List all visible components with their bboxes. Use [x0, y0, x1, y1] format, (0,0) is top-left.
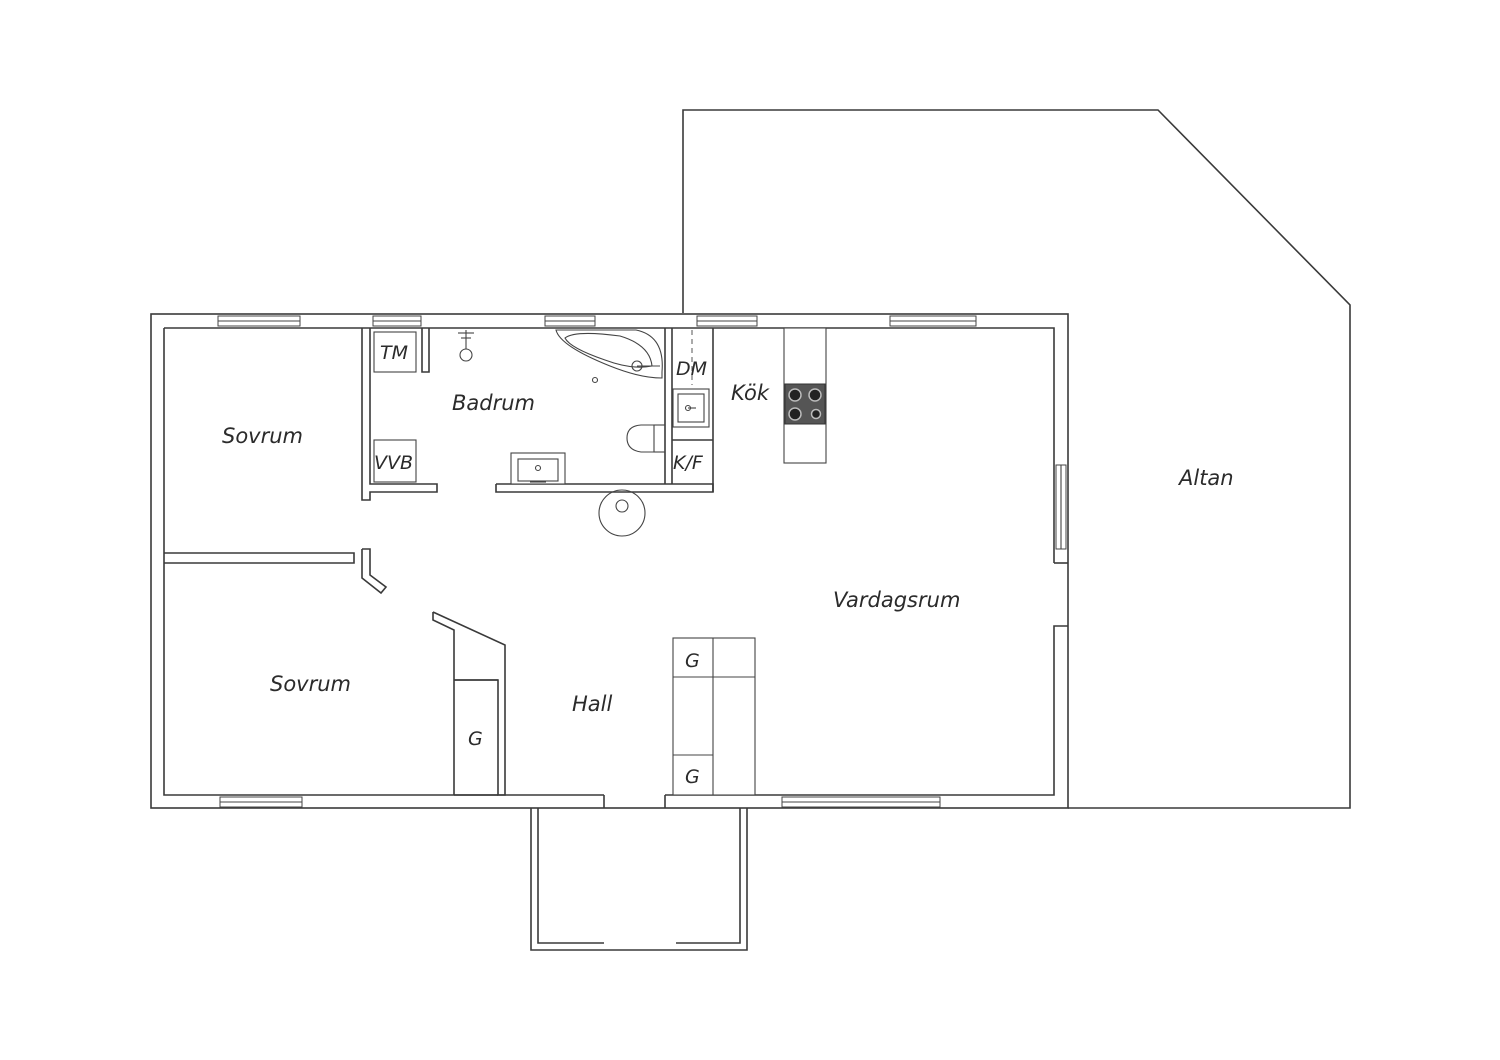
room-label-altan: Altan — [1177, 466, 1234, 490]
sink-icon — [510, 452, 566, 485]
fixture-label-tm: TM — [380, 342, 408, 364]
room-label-vardagsrum: Vardagsrum — [833, 588, 960, 612]
fixture-label-garderob-1: G — [685, 650, 700, 672]
hall-wardrobes — [672, 637, 756, 796]
fixture-label-garderob-3: G — [685, 766, 700, 788]
windows — [217, 315, 1067, 808]
room-label-sovrum-bottom: Sovrum — [270, 672, 351, 696]
altan-deck — [682, 109, 1351, 809]
kitchen-counter — [783, 327, 827, 464]
shower-icon — [458, 330, 474, 362]
room-label-badrum: Badrum — [452, 391, 535, 415]
tm-box — [373, 331, 417, 373]
vvb-box — [373, 439, 417, 483]
round-table-icon — [598, 489, 646, 537]
room-label-hall: Hall — [572, 692, 612, 716]
fixture-label-kf: K/F — [673, 452, 704, 474]
fixture-label-dm: DM — [676, 358, 707, 380]
outer-walls — [150, 313, 1069, 809]
toilet-icon — [626, 424, 666, 453]
fixture-label-vvb: VVB — [374, 452, 413, 474]
bathtub-icon — [555, 329, 663, 384]
room-label-sovrum-top: Sovrum — [222, 424, 303, 448]
room-label-kok: Kök — [731, 381, 770, 405]
utility-sink-icon — [672, 388, 710, 428]
fixture-label-garderob-2: G — [468, 728, 483, 750]
interior-walls — [164, 328, 714, 796]
bathroom-fixtures — [373, 329, 710, 485]
entrance-porch — [530, 808, 748, 951]
